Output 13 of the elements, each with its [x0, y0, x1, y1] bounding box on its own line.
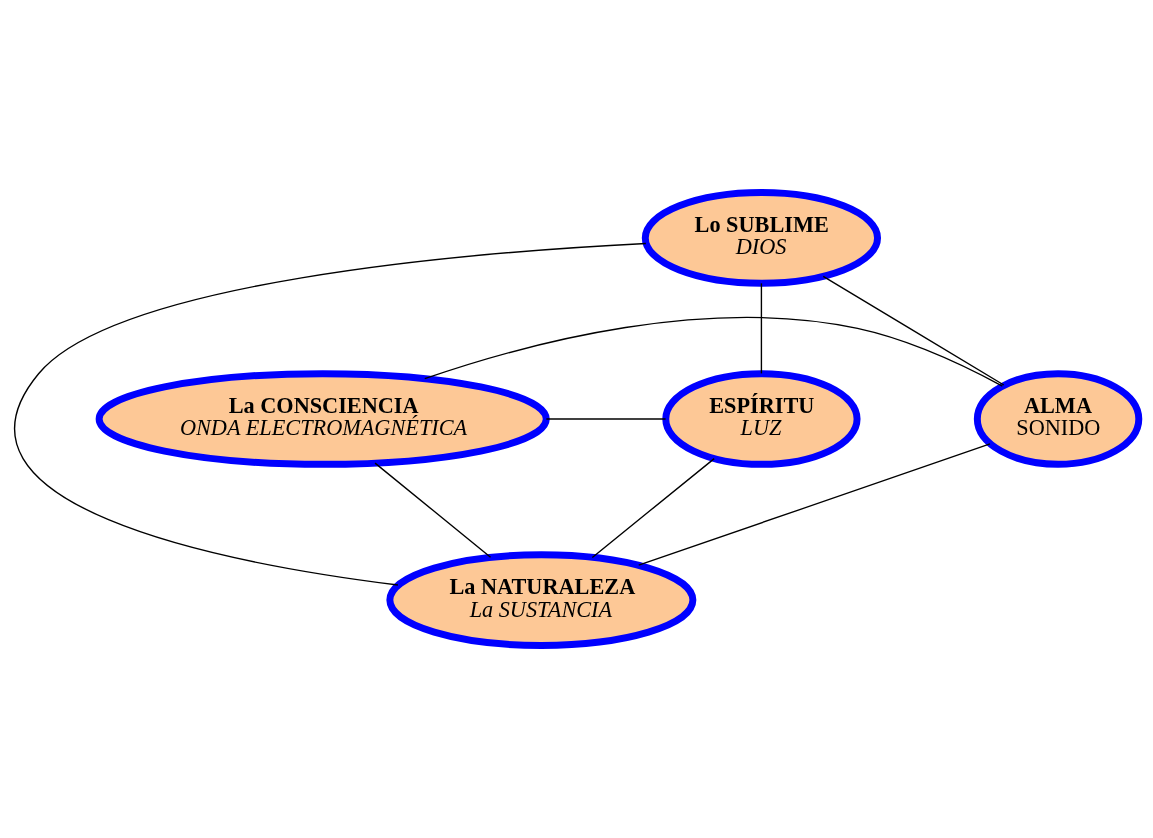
connector	[14, 242, 647, 586]
node-ellipse: La NATURALEZA La SUSTANCIA	[386, 551, 697, 649]
connector	[638, 443, 991, 566]
connector	[424, 316, 1004, 387]
connector	[374, 462, 492, 558]
connector	[760, 282, 763, 375]
connector	[822, 275, 1005, 386]
connector	[591, 457, 715, 559]
node-ellipse: ESPÍRITU LUZ	[662, 370, 861, 468]
node-ellipse: La CONSCIENCIA ONDA ELECTROMAGNÉTICA	[95, 370, 550, 468]
connector	[545, 418, 667, 420]
node-ellipse: Lo SUBLIME DIOS	[641, 189, 881, 287]
node-ellipse: ALMA SONIDO	[973, 370, 1143, 468]
